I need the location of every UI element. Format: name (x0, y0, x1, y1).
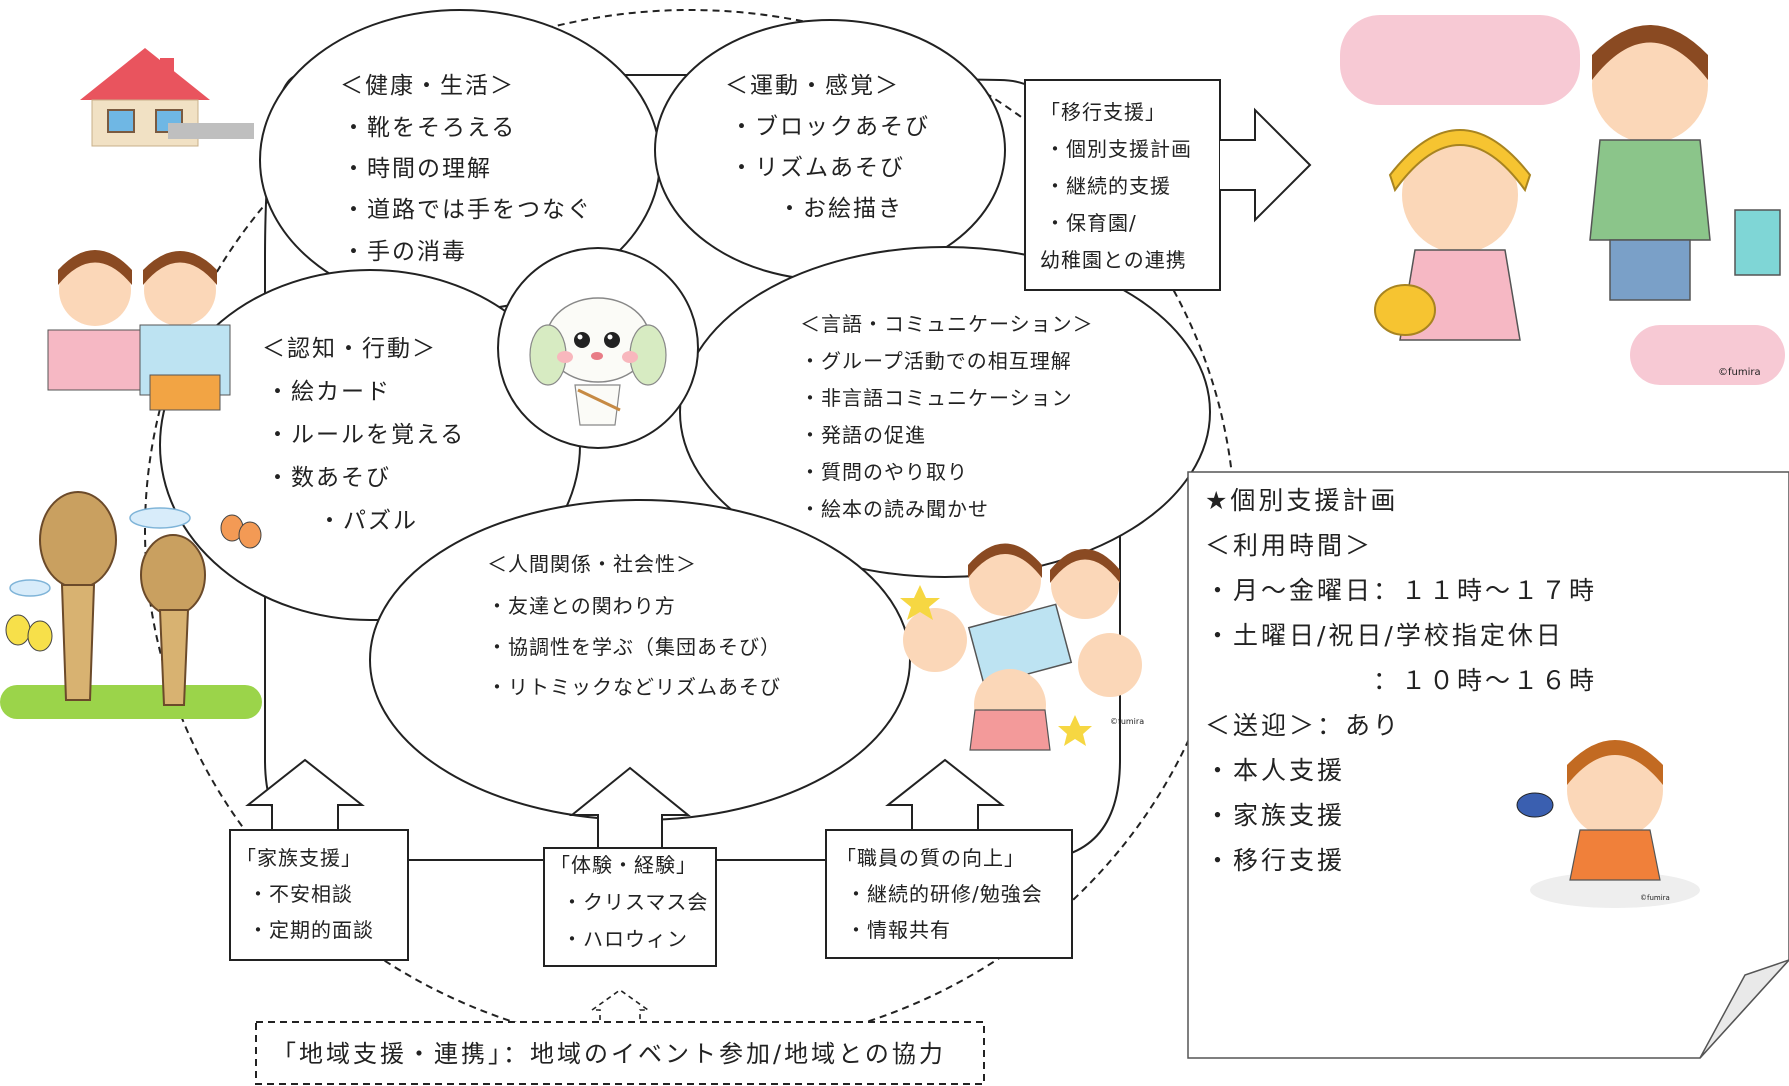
staff-item: ・継続的研修/勉強会 (846, 882, 1043, 906)
staff-title: 「職員の質の向上」 (836, 846, 1025, 870)
community-text: 「地域支援・連携」：地域のイベント参加/地域との協力 (272, 1040, 946, 1068)
house-icon (80, 48, 254, 147)
illustration-credit: ©fumira (1110, 717, 1145, 726)
mushroom-icon (0, 491, 262, 719)
experience-box (543, 847, 717, 967)
kids-school-icon (1340, 15, 1785, 385)
motor-item: ・リズムあそび (730, 155, 905, 181)
experience-up-arrow (569, 766, 691, 849)
language-item: ・グループ活動での相互理解 (800, 349, 1072, 373)
language-item: ・発語の促進 (800, 423, 926, 447)
plan-note-line: ・月～金曜日：１１時～１７時 (1205, 576, 1598, 605)
motor-item: ・ブロックあそび (730, 114, 930, 140)
health-item: ・時間の理解 (342, 156, 492, 182)
health-item: ・手の消毒 (342, 239, 467, 265)
language-item: ・質問のやり取り (800, 460, 968, 484)
transition-item: 幼稚園との連携 (1040, 248, 1187, 272)
experience-item: ・クリスマス会 (562, 890, 709, 914)
family-item: ・定期的面談 (248, 918, 374, 942)
health-item: ・靴をそろえる (342, 115, 517, 141)
experience-item: ・ハロウィン (562, 927, 688, 951)
experience-title: 「体験・経験」 (550, 853, 697, 877)
transition-box (1024, 79, 1221, 291)
transition-title: 「移行支援」 (1040, 100, 1166, 124)
motor-item: ・お絵描き (778, 196, 903, 222)
transition-item: ・個別支援計画 (1045, 137, 1192, 161)
staff-box (825, 829, 1073, 959)
cognition-item: ・ルールを覚える (266, 422, 466, 448)
social-title: ＜人間関係・社会性＞ (487, 552, 697, 576)
community-box (255, 1021, 985, 1085)
staff-up-arrow (885, 758, 1005, 831)
cognition-title: ＜認知・行動＞ (262, 336, 437, 362)
kids-playing-icon (900, 543, 1142, 751)
health-item: ・道路では手をつなぐ (342, 197, 592, 223)
reading-children-icon (47, 250, 231, 411)
social-item: ・リトミックなどリズムあそび (487, 675, 781, 699)
cognition-item: ・パズル (318, 508, 418, 534)
plan-note-line: ・本人支援 (1205, 756, 1346, 785)
motor-circle (654, 19, 1006, 281)
language-item: ・絵本の読み聞かせ (800, 497, 989, 521)
butterfly-icon (5, 514, 262, 652)
cognition-item: ・絵カード (266, 379, 391, 405)
family-up-arrow (245, 758, 365, 831)
health-title: ＜健康・生活＞ (340, 73, 515, 99)
family-box (229, 829, 409, 961)
plan-note-line: ・土曜日/祝日/学校指定休日 (1205, 621, 1564, 650)
plan-note-line: ＜送迎＞：あり (1205, 711, 1402, 740)
plan-note-title: ★個別支援計画 (1205, 486, 1399, 515)
plan-note-line: ・家族支援 (1205, 801, 1346, 830)
plan-note-line: ＜利用時間＞ (1205, 531, 1374, 560)
plan-note-fold (1699, 959, 1789, 1059)
cognition-item: ・数あそび (266, 465, 391, 491)
social-item: ・友達との関わり方 (487, 594, 676, 618)
staff-item: ・情報共有 (846, 918, 951, 942)
plan-note-line: ：１０時～１６時 (1373, 666, 1598, 695)
illustration-credit: ©fumira (1640, 894, 1670, 902)
language-circle (679, 246, 1211, 578)
social-item: ・協調性を学ぶ（集団あそび） (487, 635, 781, 659)
illustration-credit: ©fumira (1718, 367, 1761, 378)
family-item: ・不安相談 (248, 882, 353, 906)
family-title: 「家族支援」 (236, 846, 362, 870)
boy-car-icon (1516, 740, 1700, 908)
plan-note-line: ・移行支援 (1205, 846, 1346, 875)
transition-item: ・保育園/ (1045, 211, 1137, 235)
transition-item: ・継続的支援 (1045, 174, 1171, 198)
mascot-icon (529, 297, 667, 426)
motor-title: ＜運動・感覚＞ (725, 73, 900, 99)
community-up-arrow (589, 989, 651, 1020)
social-circle (369, 499, 911, 821)
language-item: ・非言語コミュニケーション (800, 386, 1073, 410)
transition-right-arrow (1220, 107, 1312, 223)
language-title: ＜言語・コミュニケーション＞ (800, 312, 1094, 336)
